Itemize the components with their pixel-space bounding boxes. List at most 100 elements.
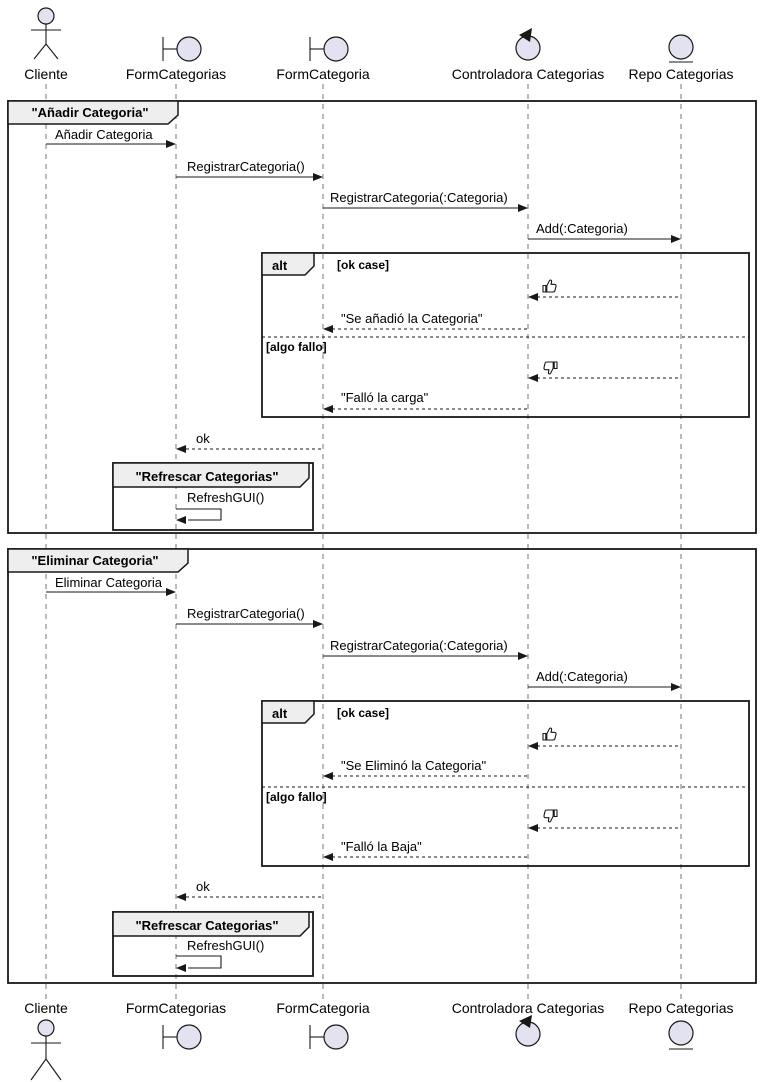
message-label: "Se añadió la Categoria" xyxy=(341,311,483,326)
arrowhead xyxy=(528,374,538,382)
control-icon xyxy=(515,28,541,61)
message-arrow xyxy=(323,204,528,212)
boundary-icon xyxy=(309,1024,349,1050)
message-arrow xyxy=(176,620,323,628)
participant-label-controladora: Controladora Categorias xyxy=(452,66,605,82)
alt-guard-ok: [ok case] xyxy=(337,706,389,720)
participant-label-repo: Repo Categorias xyxy=(628,66,733,82)
message-label: RegistrarCategoria() xyxy=(187,606,305,621)
arrowhead xyxy=(671,235,681,243)
message-arrow xyxy=(46,140,176,148)
arrowhead xyxy=(528,742,538,750)
participant-label-cliente: Cliente xyxy=(24,66,68,82)
reply-arrow xyxy=(528,374,681,382)
arrowhead xyxy=(528,824,538,832)
message-label: ok xyxy=(196,431,210,446)
reply-arrow xyxy=(176,893,323,901)
message-label: "Falló la Baja" xyxy=(341,839,422,854)
fragment-anadir-categoria: "Añadir Categoria" Añadir Categoria Regi… xyxy=(7,100,757,534)
message-label: RefreshGUI() xyxy=(187,490,264,505)
reply-arrow xyxy=(323,853,528,861)
message-label: ok xyxy=(196,879,210,894)
fragment-header xyxy=(7,548,189,573)
actor-icon xyxy=(30,1019,62,1081)
alt-header xyxy=(261,252,315,276)
reply-arrow xyxy=(323,405,528,413)
participant-label-formcategoria: FormCategoria xyxy=(276,1000,370,1016)
entity-icon xyxy=(668,34,694,63)
reply-arrow xyxy=(323,325,528,333)
actor-icon xyxy=(31,7,61,60)
boundary-icon xyxy=(162,1024,202,1050)
arrowhead xyxy=(176,445,186,453)
self-call-arrow xyxy=(176,508,222,524)
reply-arrow xyxy=(323,772,528,780)
group-header xyxy=(112,911,310,937)
reply-arrow xyxy=(528,293,681,301)
fragment-title: "Eliminar Categoria" xyxy=(31,553,158,568)
arrowhead xyxy=(313,173,323,181)
arrowhead xyxy=(323,325,333,333)
message-arrow xyxy=(46,588,176,596)
fragment-title: "Añadir Categoria" xyxy=(31,105,148,120)
arrowhead xyxy=(166,588,176,596)
entity-icon xyxy=(668,1020,694,1050)
message-label: Eliminar Categoria xyxy=(55,575,163,590)
alt-label: alt xyxy=(272,706,288,721)
participant-label-cliente: Cliente xyxy=(24,1000,68,1016)
thumbs-down-icon xyxy=(543,809,558,823)
self-call-arrow xyxy=(176,955,222,972)
control-icon xyxy=(515,1015,541,1047)
reply-arrow xyxy=(528,824,681,832)
reply-arrow xyxy=(176,445,323,453)
arrowhead xyxy=(518,204,528,212)
arrowhead xyxy=(176,516,186,524)
fragment-header xyxy=(7,100,179,125)
group-title: "Refrescar Categorias" xyxy=(135,469,278,484)
message-label: RegistrarCategoria() xyxy=(187,159,305,174)
arrowhead xyxy=(323,772,333,780)
thumbs-up-icon xyxy=(542,727,557,741)
participant-label-formcategorias: FormCategorias xyxy=(126,66,226,82)
participant-label-formcategoria: FormCategoria xyxy=(276,66,370,82)
message-label: RegistrarCategoria(:Categoria) xyxy=(330,638,508,653)
group-refrescar-categorias: "Refrescar Categorias" RefreshGUI() xyxy=(112,462,314,531)
arrowhead xyxy=(323,405,333,413)
alt-guard-fail: [algo fallo] xyxy=(266,790,327,804)
arrowhead xyxy=(528,293,538,301)
message-arrow xyxy=(176,173,323,181)
arrowhead xyxy=(313,620,323,628)
arrowhead xyxy=(166,140,176,148)
message-label: "Falló la carga" xyxy=(341,390,429,405)
alt-border xyxy=(261,700,750,867)
message-arrow xyxy=(528,683,681,691)
arrowhead xyxy=(671,683,681,691)
alt-guard-ok: [ok case] xyxy=(337,258,389,272)
message-label: "Se Eliminó la Categoria" xyxy=(341,758,486,773)
message-arrow xyxy=(528,235,681,243)
alt-guard-fail: [algo fallo] xyxy=(266,340,327,354)
participant-label-controladora: Controladora Categorias xyxy=(452,1000,605,1016)
fragment-frame xyxy=(7,548,757,984)
alt-header xyxy=(261,700,315,724)
reply-arrow xyxy=(528,742,681,750)
participant-label-repo: Repo Categorias xyxy=(628,1000,733,1016)
participant-label-formcategorias: FormCategorias xyxy=(126,1000,226,1016)
arrowhead xyxy=(518,652,528,660)
boundary-icon xyxy=(162,36,202,62)
message-label: Añadir Categoria xyxy=(55,127,153,142)
fragment-frame xyxy=(7,100,757,534)
lifelines xyxy=(45,84,682,1000)
message-label: Add(:Categoria) xyxy=(536,221,628,236)
thumbs-up-icon xyxy=(542,279,557,293)
message-label: Add(:Categoria) xyxy=(536,669,628,684)
arrowhead xyxy=(176,964,186,972)
alt-frame: alt [ok case] "Se añadió la Categoria" [… xyxy=(261,252,750,418)
participants-bottom: Cliente FormCategorias FormCategoria Con… xyxy=(24,1000,734,1081)
message-label: RefreshGUI() xyxy=(187,938,264,953)
alt-border xyxy=(261,252,750,418)
thumbs-down-icon xyxy=(543,361,558,375)
alt-frame: alt [ok case] "Se Eliminó la Categoria" … xyxy=(261,700,750,867)
